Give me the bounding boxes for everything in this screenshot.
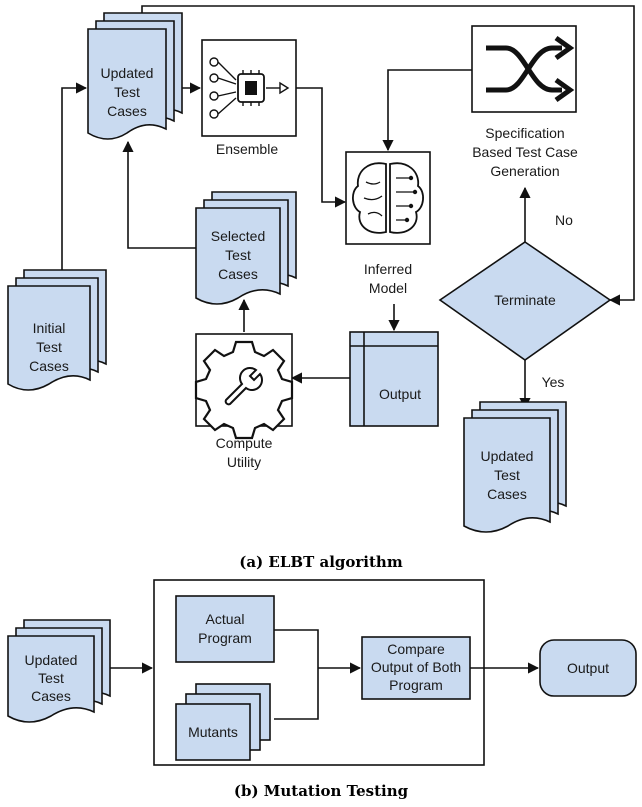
output-box-a	[349, 331, 439, 427]
mutants-label: Mutants	[188, 724, 238, 740]
caption-a: (a) ELBT algorithm	[239, 553, 403, 571]
compare-line-3: Program	[389, 677, 443, 693]
updated-bottom-line-1: Updated	[481, 448, 534, 464]
terminate-diamond	[438, 241, 612, 361]
compute-line-2: Utility	[227, 454, 261, 470]
updated-bottom-line-2: Test	[494, 467, 520, 483]
shuffle-icon	[471, 25, 577, 113]
gear-icon	[194, 333, 294, 440]
compute-line-1: Compute	[216, 435, 273, 451]
updated-bottom-line-3: Cases	[487, 486, 527, 502]
ensemble-icon	[201, 39, 297, 137]
updated-test-cases-b: Updated Test Cases	[7, 619, 111, 723]
updated-top-line-2: Test	[114, 84, 140, 100]
compare-box	[361, 636, 471, 700]
ensemble-label: Ensemble	[216, 141, 278, 157]
output-box-b	[539, 639, 637, 697]
no-label: No	[555, 212, 573, 228]
updated-b-line-2: Test	[38, 670, 64, 686]
yes-label: Yes	[542, 374, 565, 390]
selected-line-2: Test	[225, 247, 251, 263]
output-b-label: Output	[567, 660, 609, 676]
connectors-b	[110, 629, 540, 720]
inferred-line-1: Inferred	[364, 261, 412, 277]
actual-line-2: Program	[198, 630, 252, 646]
compare-line-1: Compare	[387, 641, 445, 657]
spec-line-1: Specification	[485, 125, 564, 141]
initial-line-3: Cases	[29, 358, 69, 374]
compare-line-2: Output of Both	[371, 659, 461, 675]
inferred-line-2: Model	[369, 280, 407, 296]
updated-test-cases-bottom: Updated Test Cases	[463, 401, 567, 533]
selected-line-3: Cases	[218, 266, 258, 282]
brain-icon	[345, 151, 431, 245]
updated-top-line-3: Cases	[107, 103, 147, 119]
terminate-label: Terminate	[494, 292, 556, 308]
updated-test-cases-top: Updated Test Cases	[87, 12, 183, 140]
actual-line-1: Actual	[206, 611, 245, 627]
initial-line-1: Initial	[33, 320, 66, 336]
output-a-label: Output	[379, 386, 421, 402]
selected-test-cases: Selected Test Cases	[195, 191, 297, 305]
selected-line-1: Selected	[211, 228, 265, 244]
updated-b-line-3: Cases	[31, 688, 71, 704]
updated-top-line-1: Updated	[101, 65, 154, 81]
mutants-stack: Mutants	[175, 683, 271, 761]
caption-b: (b) Mutation Testing	[234, 782, 409, 800]
updated-b-line-1: Updated	[25, 652, 78, 668]
spec-line-2: Based Test Case	[472, 144, 578, 160]
actual-program-box	[175, 595, 275, 663]
initial-line-2: Test	[36, 339, 62, 355]
spec-line-3: Generation	[490, 163, 559, 179]
initial-test-cases: Initial Test Cases	[7, 269, 107, 391]
